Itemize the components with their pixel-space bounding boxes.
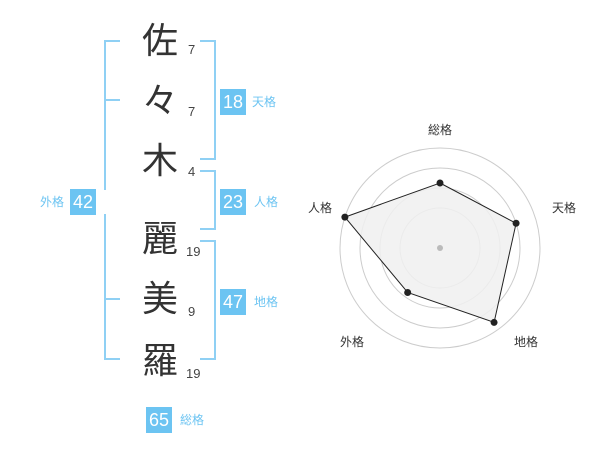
radar-shape: [344, 182, 517, 324]
radar-point-2: [512, 219, 520, 227]
name-char-2: 々: [141, 81, 178, 122]
jinkaku-label: 人格: [254, 195, 279, 209]
radar-center-dot: [437, 245, 443, 251]
gaikaku-label: 外格: [40, 195, 65, 209]
chikaku-bracket: [200, 240, 216, 360]
radar-label-tenkaku: 天格: [552, 200, 576, 215]
radar-label-soukaku: 総格: [428, 122, 452, 137]
radar-point-5: [341, 213, 349, 221]
radar-label-chikaku: 地格: [514, 334, 538, 349]
chikaku-badge: 47: [220, 289, 247, 315]
gaikaku-tick-2: [104, 298, 120, 300]
name-char-5: 美: [141, 279, 178, 320]
stroke-count-5: 9: [188, 304, 196, 319]
stroke-count-2: 7: [188, 104, 196, 119]
soukaku-badge: 65: [146, 407, 173, 433]
name-char-4: 麗: [141, 219, 178, 260]
radar-ring-1: [339, 147, 541, 349]
jinkaku-badge: 23: [220, 189, 247, 215]
radar-point-3: [490, 318, 498, 326]
fortune-radar-chart: 総格 天格 地格 外格 人格: [308, 122, 576, 349]
stroke-count-4: 19: [186, 244, 201, 259]
radar-label-gaikaku: 外格: [340, 334, 364, 349]
gaikaku-badge: 42: [70, 189, 97, 215]
stroke-count-6: 19: [186, 366, 201, 381]
radar-label-jinkaku: 人格: [308, 200, 332, 215]
stroke-count-3: 4: [188, 164, 196, 179]
chikaku-label: 地格: [254, 295, 279, 309]
name-char-3: 木: [141, 141, 178, 182]
tenkaku-bracket: [200, 40, 216, 160]
tenkaku-label: 天格: [252, 95, 277, 109]
radar-point-1: [436, 179, 444, 187]
radar-point-4: [404, 288, 412, 296]
name-char-6: 羅: [141, 341, 178, 382]
jinkaku-bracket: [200, 170, 216, 230]
radar-ring-2: [359, 167, 521, 329]
stroke-count-1: 7: [188, 42, 196, 57]
tenkaku-badge: 18: [220, 89, 247, 115]
soukaku-label: 総格: [180, 413, 205, 427]
name-char-1: 佐: [141, 21, 178, 62]
gaikaku-gap: [103, 190, 109, 214]
gaikaku-tick-1: [104, 99, 120, 101]
